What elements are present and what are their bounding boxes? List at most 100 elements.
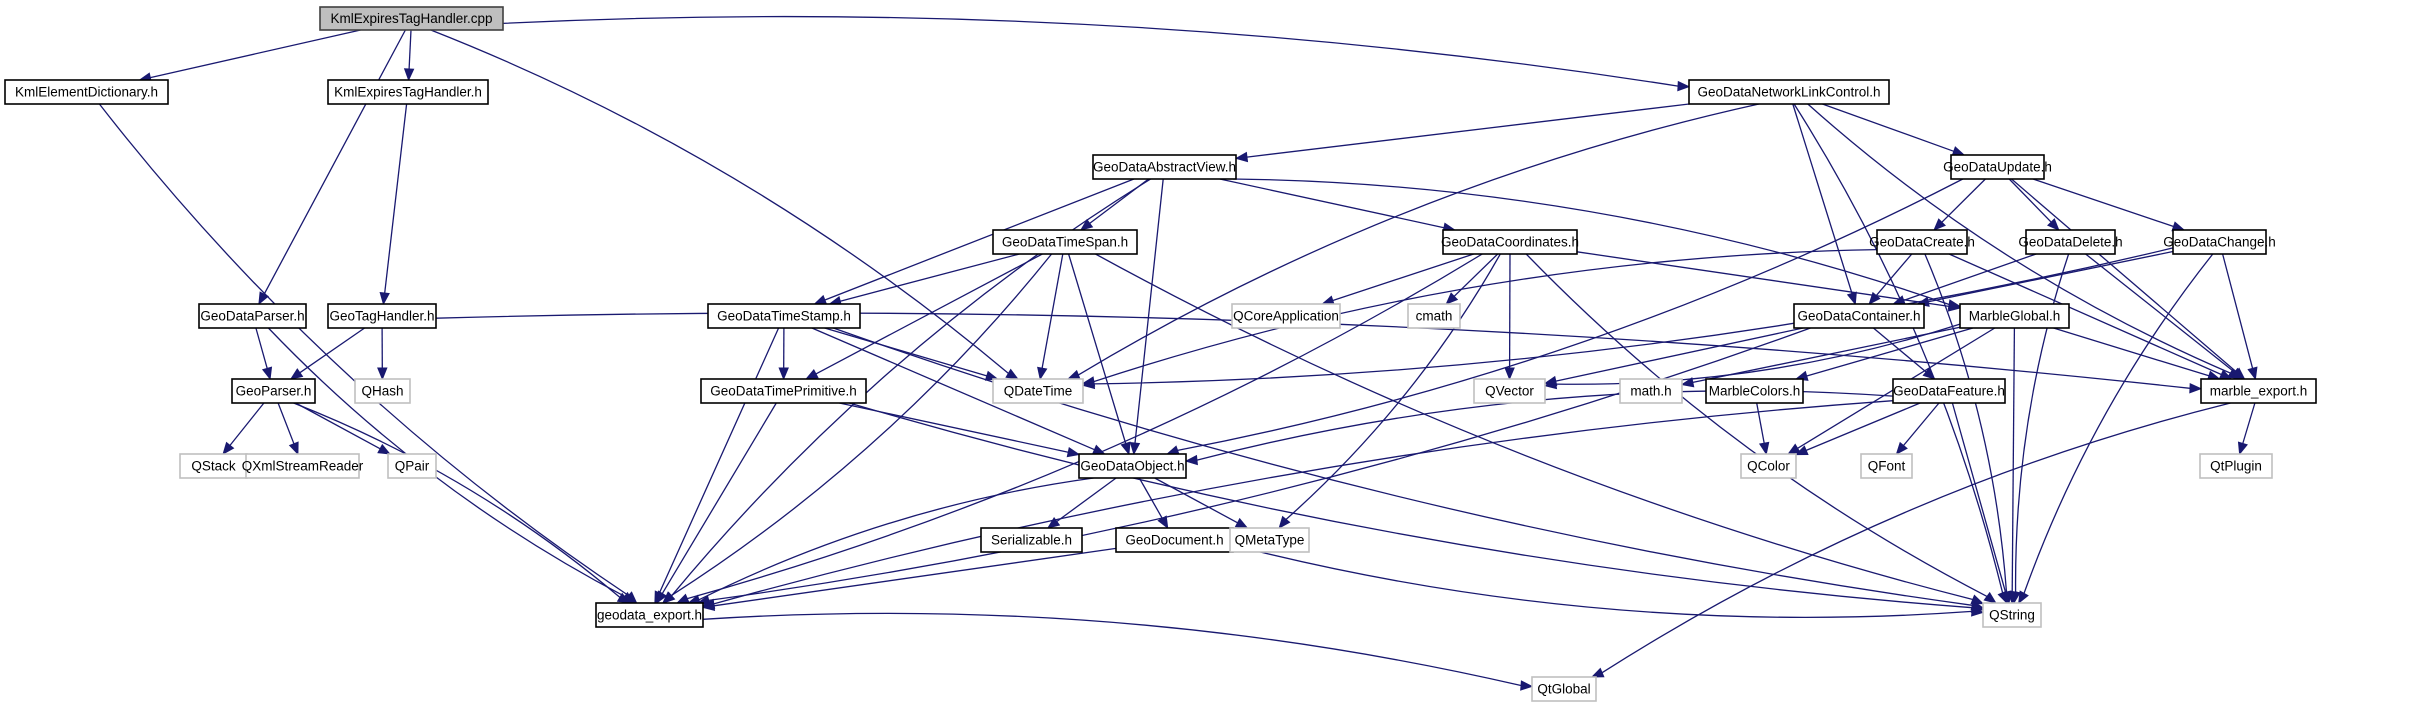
node-label: QColor xyxy=(1747,459,1790,474)
node-geo-data-time-stamp[interactable]: GeoDataTimeStamp.h xyxy=(707,303,861,329)
node-box xyxy=(1959,303,2070,329)
arrowhead-icon xyxy=(813,294,828,305)
node-geo-parser[interactable]: GeoParser.h xyxy=(231,378,316,404)
nodes-layer: KmlExpiresTagHandler.cppKmlElementDictio… xyxy=(4,6,2317,702)
node-geo-data-container[interactable]: GeoDataContainer.h xyxy=(1793,303,1925,329)
arrowhead-icon xyxy=(778,367,789,381)
node-geo-tag-handler[interactable]: GeoTagHandler.h xyxy=(327,303,437,329)
node-label: GeoDataCreate.h xyxy=(1869,235,1975,250)
node-marble-colors[interactable]: MarbleColors.h xyxy=(1705,378,1804,404)
node-label: GeoDataAbstractView.h xyxy=(1093,160,1236,175)
node-box xyxy=(387,453,437,479)
node-geo-data-object[interactable]: GeoDataObject.h xyxy=(1078,453,1187,479)
edge-kml-element-dictionary-to-geodata-export xyxy=(98,103,629,597)
node-box xyxy=(245,453,360,479)
node-label: KmlElementDictionary.h xyxy=(15,85,158,100)
node-geo-data-change[interactable]: GeoDataChange.h xyxy=(2163,229,2276,255)
arrowhead-icon xyxy=(2000,590,2011,605)
arrowhead-icon xyxy=(2247,366,2258,381)
node-serializable[interactable]: Serializable.h xyxy=(980,527,1083,553)
node-kml-expires-tag-handler[interactable]: KmlExpiresTagHandler.h xyxy=(327,79,489,105)
edge-geo-data-network-link-control-to-qdate-time xyxy=(1078,103,1760,376)
node-box xyxy=(1078,453,1187,479)
node-box xyxy=(1982,602,2042,628)
arrowhead-icon xyxy=(2237,441,2248,456)
node-math: math.h xyxy=(1619,378,1683,404)
arrowhead-icon xyxy=(1066,446,1081,458)
node-box xyxy=(1688,79,1890,105)
node-label: QStack xyxy=(191,459,236,474)
edge-geo-data-update-to-marble-export xyxy=(2011,178,2237,373)
node-label: QFont xyxy=(1868,459,1906,474)
node-geo-data-feature[interactable]: GeoDataFeature.h xyxy=(1892,378,2006,404)
node-geo-data-update[interactable]: GeoDataUpdate.h xyxy=(1943,154,2052,180)
arrowhead-icon xyxy=(1091,444,1106,455)
edge-geo-data-network-link-control-to-geo-data-update xyxy=(1822,103,1955,152)
edge-geo-data-object-to-geodata-export xyxy=(698,477,1094,601)
node-geo-data-time-span[interactable]: GeoDataTimeSpan.h xyxy=(992,229,1138,255)
node-label: QMetaType xyxy=(1235,533,1305,548)
edge-marble-global-to-math xyxy=(1692,326,1961,384)
node-geodata-export[interactable]: geodata_export.h xyxy=(595,602,704,628)
arrowhead-icon xyxy=(1895,441,1908,456)
node-qfont: QFont xyxy=(1860,453,1913,479)
edge-geo-data-feature-to-qstring xyxy=(1951,402,2007,593)
node-geo-data-create[interactable]: GeoDataCreate.h xyxy=(1869,229,1975,255)
node-label: QCoreApplication xyxy=(1233,309,1339,324)
arrowhead-icon xyxy=(1445,292,1459,305)
arrowhead-icon xyxy=(805,369,819,380)
node-box xyxy=(700,378,867,404)
node-geo-data-delete[interactable]: GeoDataDelete.h xyxy=(2018,229,2123,255)
node-label: GeoDataTimePrimitive.h xyxy=(710,384,857,399)
node-label: QtPlugin xyxy=(2210,459,2262,474)
arrowhead-icon xyxy=(984,370,999,381)
edge-geo-data-delete-to-geo-data-container xyxy=(1903,253,2037,302)
node-label: QHash xyxy=(361,384,403,399)
node-box xyxy=(1092,154,1237,180)
edge-marble-global-to-qstring xyxy=(2011,327,2016,593)
node-geo-document[interactable]: GeoDocument.h xyxy=(1115,527,1234,553)
edge-geo-data-network-link-control-to-qstring xyxy=(1793,103,2004,594)
edge-geo-data-network-link-control-to-marble-export xyxy=(1807,103,2231,374)
node-geo-data-parser[interactable]: GeoDataParser.h xyxy=(198,303,307,329)
node-geo-data-coordinates[interactable]: GeoDataCoordinates.h xyxy=(1441,229,1579,255)
node-geo-data-time-primitive[interactable]: GeoDataTimePrimitive.h xyxy=(700,378,867,404)
node-box xyxy=(707,303,861,329)
edge-geo-data-feature-to-qcolor xyxy=(1805,402,1921,452)
node-label: Serializable.h xyxy=(991,533,1072,548)
node-marble-export[interactable]: marble_export.h xyxy=(2200,378,2317,404)
node-box xyxy=(2025,229,2116,255)
edge-geo-data-change-to-marble-export xyxy=(2221,253,2254,369)
node-box xyxy=(992,229,1138,255)
node-label: GeoDataChange.h xyxy=(2163,235,2276,250)
edge-geo-data-abstract-view-to-marble-global xyxy=(1232,178,1950,306)
edge-geo-data-time-stamp-to-geodata-export xyxy=(658,327,780,594)
edge-geo-data-coordinates-to-marble-global xyxy=(1576,251,1950,308)
node-kml-element-dictionary[interactable]: KmlElementDictionary.h xyxy=(4,79,169,105)
edge-geo-data-object-to-qmeta-type xyxy=(1154,477,1238,524)
node-label: KmlExpiresTagHandler.h xyxy=(334,85,482,100)
node-kml-expires-tag-handler[interactable]: KmlExpiresTagHandler.cpp xyxy=(319,6,504,31)
arrowhead-icon xyxy=(1157,515,1169,530)
node-geo-data-network-link-control[interactable]: GeoDataNetworkLinkControl.h xyxy=(1688,79,1890,105)
node-box xyxy=(1231,303,1341,329)
node-geo-data-abstract-view[interactable]: GeoDataAbstractView.h xyxy=(1092,154,1237,180)
node-box xyxy=(1740,453,1797,479)
edge-geo-parser-to-geodata-export xyxy=(293,402,621,598)
arrowhead-icon xyxy=(1046,517,1061,529)
edge-geo-data-container-to-qvector xyxy=(1555,327,1804,382)
edge-geo-parser-to-qpair xyxy=(295,402,381,450)
node-box xyxy=(1407,303,1461,329)
edge-geo-data-object-to-serializable xyxy=(1056,477,1117,523)
arrowhead-icon xyxy=(1922,367,1936,380)
node-qt-global: QtGlobal xyxy=(1531,676,1597,702)
arrowhead-icon xyxy=(1120,441,1131,456)
node-marble-global[interactable]: MarbleGlobal.h xyxy=(1959,303,2070,329)
node-box xyxy=(1442,229,1578,255)
arrowhead-icon xyxy=(288,441,299,456)
edge-geo-data-update-to-geo-data-change xyxy=(2032,178,2174,228)
arrowhead-icon xyxy=(1037,366,1048,381)
arrowhead-icon xyxy=(1590,667,1605,678)
arrowhead-icon xyxy=(261,366,273,381)
